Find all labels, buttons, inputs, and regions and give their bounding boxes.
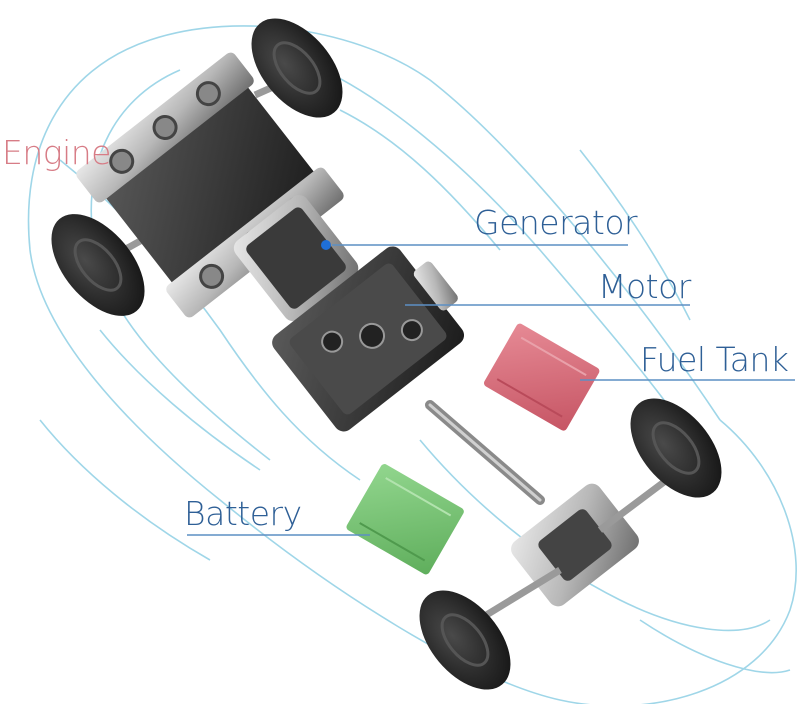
motor-icon [272,246,465,432]
label-engine: Engine [2,133,111,172]
fuel-tank-icon [483,323,600,431]
wheel-icon [51,214,145,316]
wheel-icon [251,18,343,118]
differential-icon [511,483,639,607]
label-generator: Generator [474,203,638,242]
wheel-icon [419,590,511,690]
car-outline-icon [27,25,797,707]
generator-dot [321,240,331,250]
leader-lines [187,244,795,536]
wheel-icon [630,398,722,498]
label-motor: Motor [598,267,691,306]
label-fuel-tank: Fuel Tank [640,340,789,379]
battery-icon [346,464,464,575]
label-battery: Battery [184,494,302,533]
generator-icon [233,195,359,322]
